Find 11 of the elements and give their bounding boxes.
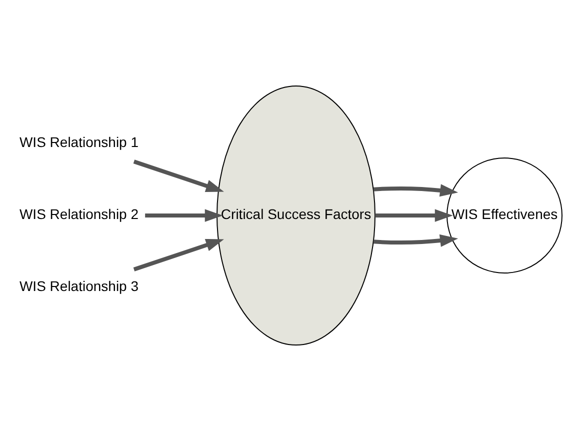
arrow xyxy=(145,208,223,222)
arrow xyxy=(373,234,458,246)
node-text: WIS Relationship 3 xyxy=(19,278,139,294)
arrow xyxy=(133,238,224,271)
node-circle: WIS Effectivenes xyxy=(446,157,562,273)
node-text: WIS Relationship 2 xyxy=(19,206,139,222)
node-ellipse: Critical Success Factors xyxy=(216,85,376,345)
arrow xyxy=(373,184,458,196)
node-text: WIS Relationship 1 xyxy=(19,134,139,150)
arrow xyxy=(133,159,224,192)
arrow xyxy=(375,208,453,222)
